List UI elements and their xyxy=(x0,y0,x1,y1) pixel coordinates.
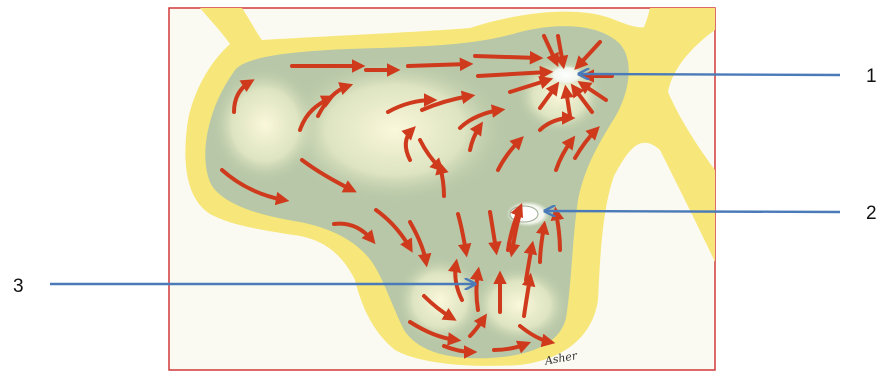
callout-label-3: 3 xyxy=(13,276,24,297)
callout-label-1: 1 xyxy=(866,66,877,87)
flow-arrow xyxy=(408,64,468,66)
cavity-highlight xyxy=(470,265,570,345)
flow-arrow xyxy=(477,272,479,310)
callout-label-2: 2 xyxy=(866,203,877,224)
flow-arrow xyxy=(475,56,538,58)
opening-1 xyxy=(548,65,584,85)
callout-arrow-2 xyxy=(546,211,840,212)
callout-arrow-1 xyxy=(580,74,840,75)
